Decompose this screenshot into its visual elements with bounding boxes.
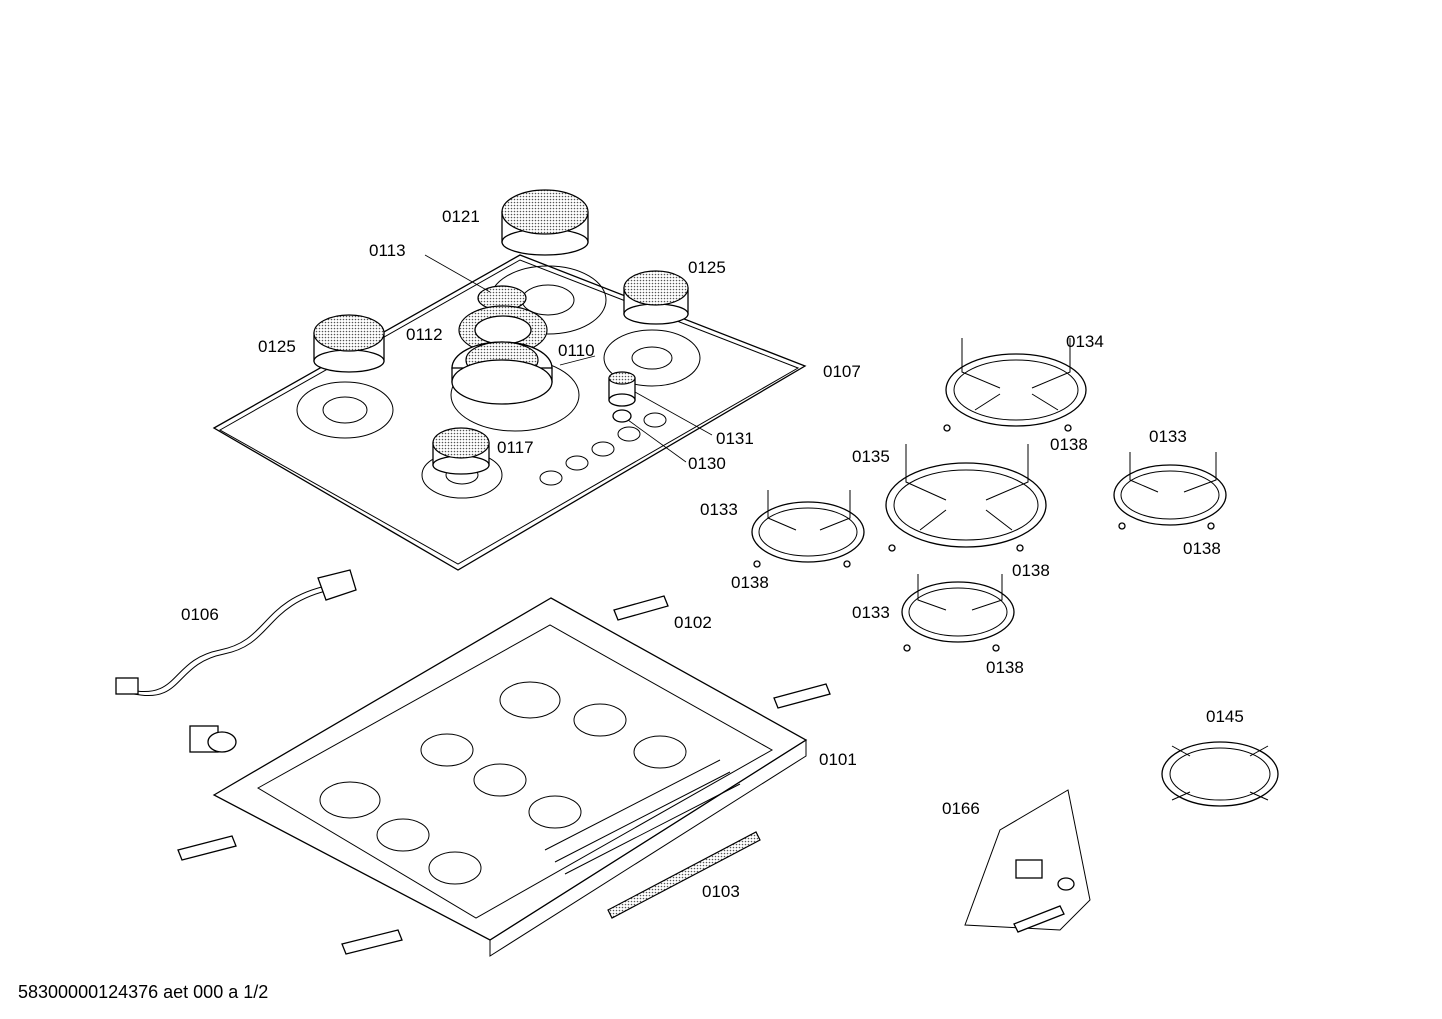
callout-0145: 0145: [1206, 707, 1244, 726]
pan-support-0134: [943, 338, 1087, 432]
leader-lines: [424, 254, 713, 463]
parts-bag: [964, 789, 1091, 933]
pan-support-0133-bottom: [901, 574, 1015, 652]
callout-0102: 0102: [674, 613, 712, 632]
callout-0113: 0113: [369, 241, 406, 260]
callout-0117: 0117: [497, 438, 534, 457]
callout-0125-left: 0125: [258, 337, 296, 356]
pan-support-0135: [885, 444, 1047, 552]
mounting-clips: [177, 595, 831, 955]
callout-0134: 0134: [1066, 332, 1104, 351]
callout-0112: 0112: [406, 325, 443, 344]
callout-0121: 0121: [442, 207, 480, 226]
cooktop-glass-plate: [212, 254, 807, 571]
burner-cap-small: [432, 427, 490, 475]
burner-cap-left: [313, 314, 385, 373]
callout-0166: 0166: [942, 799, 980, 818]
burner-cap-right: [623, 270, 689, 325]
callout-0138-top: 0138: [1050, 435, 1088, 454]
callout-0106: 0106: [181, 605, 219, 624]
callout-0138-left: 0138: [731, 573, 769, 592]
document-footer: 58300000124376 aet 000 a 1/2: [18, 982, 268, 1002]
pan-support-0133-left: [751, 490, 865, 568]
control-knob: [608, 371, 636, 423]
burner-cap-large: [501, 189, 589, 256]
callout-0133-bottom: 0133: [852, 603, 890, 622]
callout-0135: 0135: [852, 447, 890, 466]
callout-0130: 0130: [688, 454, 726, 473]
callout-0138-center: 0138: [1012, 561, 1050, 580]
gas-connector-part: [189, 725, 237, 753]
base-tray: [212, 597, 808, 957]
callout-0133-left: 0133: [700, 500, 738, 519]
callout-0138-bottom: 0138: [986, 658, 1024, 677]
callout-0110: 0110: [558, 341, 595, 360]
power-cable: [115, 569, 357, 697]
wok-ring-0145: [1161, 741, 1279, 807]
callout-0138-right: 0138: [1183, 539, 1221, 558]
callout-0103: 0103: [702, 882, 740, 901]
wok-burner-assembly: [451, 285, 553, 405]
callout-0125-right: 0125: [688, 258, 726, 277]
pan-support-0133-right: [1113, 452, 1227, 530]
seal-strip: [607, 831, 761, 919]
callout-0131: 0131: [716, 429, 754, 448]
callout-0107: 0107: [823, 362, 861, 381]
callout-labels: 0121 0113 0125 0125 0112 0110 0107 0131 …: [181, 207, 1244, 901]
callout-0133-right: 0133: [1149, 427, 1187, 446]
callout-0101: 0101: [819, 750, 857, 769]
